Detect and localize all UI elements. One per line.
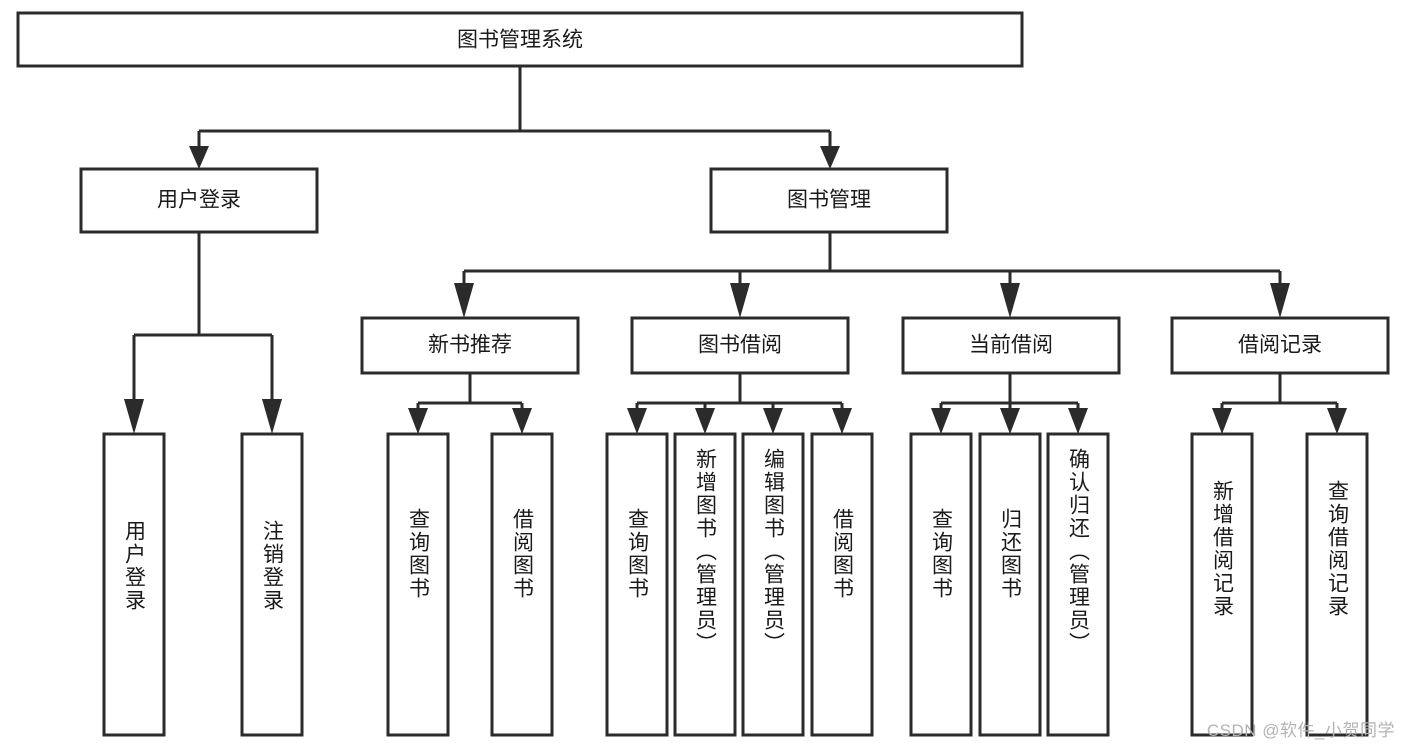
- node-book-borrow[interactable]: [630, 316, 850, 375]
- leaf-borrow-record-1[interactable]: [1190, 432, 1254, 737]
- arrowhead-currentborrow-leaf-2: [1000, 408, 1020, 434]
- leaf-current-borrow-2[interactable]: [978, 432, 1042, 737]
- node-book-management[interactable]: [709, 167, 949, 234]
- arrowhead-currentborrow-leaf-3: [1068, 408, 1088, 434]
- leaf-book-borrow-4[interactable]: [810, 432, 874, 737]
- arrowhead-leaf-user-login: [124, 399, 144, 434]
- csdn-watermark: CSDN @软件_小贺同学: [1206, 721, 1395, 740]
- node-layer: 图书管理系统 用户登录 图书管理 新书推荐 图书借阅 当前借阅 借阅记录: [16, 11, 1390, 737]
- node-root-label: 图书管理系统: [457, 29, 583, 52]
- node-borrow-record[interactable]: [1170, 316, 1390, 375]
- node-user-login-label: 用户登录: [157, 189, 241, 212]
- arrowhead-bookborrow-leaf-2: [695, 408, 715, 434]
- arrowhead-bookborrow-leaf-4: [832, 408, 852, 434]
- leaf-user-login-1[interactable]: [102, 432, 166, 737]
- node-current-borrow[interactable]: [901, 316, 1121, 375]
- leaf-new-book-1[interactable]: [386, 432, 450, 737]
- node-root[interactable]: [16, 11, 1024, 68]
- arrowhead-book-borrow: [730, 283, 750, 318]
- node-new-book-recommend[interactable]: [360, 316, 580, 375]
- node-current-borrow-label: 当前借阅: [969, 334, 1053, 357]
- arrowhead-borrowrecord-leaf-2: [1327, 408, 1347, 434]
- arrowhead-current-borrow: [1000, 283, 1020, 318]
- node-new-book-recommend-label: 新书推荐: [428, 334, 512, 357]
- leaf-book-borrow-3[interactable]: [741, 432, 805, 737]
- leaf-borrow-record-2[interactable]: [1305, 432, 1369, 737]
- arrowhead-borrowrecord-leaf-1: [1212, 408, 1232, 434]
- arrowhead-user-login: [189, 146, 209, 169]
- node-book-borrow-label: 图书借阅: [698, 334, 782, 357]
- leaf-user-login-2[interactable]: [240, 432, 304, 737]
- arrowhead-borrow-record: [1270, 283, 1290, 318]
- arrowhead-book-mgmt: [820, 146, 840, 169]
- arrowhead-bookborrow-leaf-3: [763, 408, 783, 434]
- node-borrow-record-label: 借阅记录: [1238, 334, 1322, 357]
- leaf-book-borrow-1[interactable]: [605, 432, 669, 737]
- node-book-management-label: 图书管理: [787, 189, 871, 212]
- connector-layer: [124, 66, 1347, 434]
- node-user-login[interactable]: [79, 167, 319, 234]
- arrowhead-new-book: [454, 283, 474, 318]
- arrowhead-currentborrow-leaf-1: [931, 408, 951, 434]
- leaf-current-borrow-1[interactable]: [909, 432, 973, 737]
- leaf-new-book-2[interactable]: [490, 432, 554, 737]
- arrowhead-newbook-leaf-1: [408, 408, 428, 434]
- leaf-book-borrow-2[interactable]: [673, 432, 737, 737]
- leaf-current-borrow-3[interactable]: [1046, 432, 1110, 737]
- arrowhead-leaf-logout: [262, 399, 282, 434]
- arrowhead-bookborrow-leaf-1: [627, 408, 647, 434]
- arrowhead-newbook-leaf-2: [512, 408, 532, 434]
